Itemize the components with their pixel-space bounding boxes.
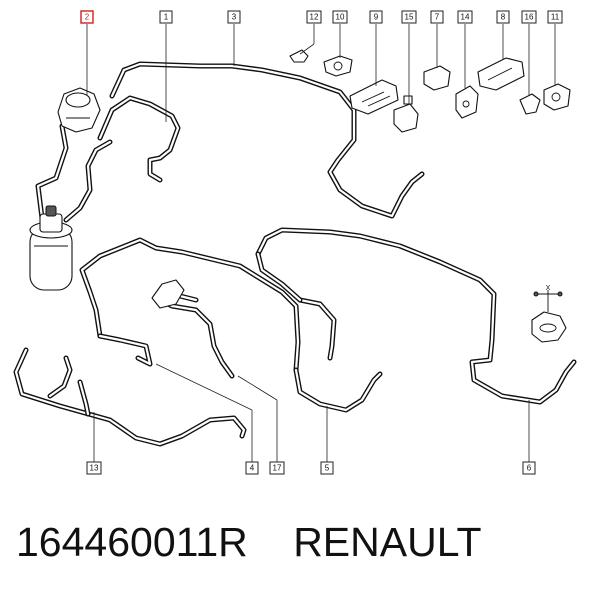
callout-2: 2 [80, 10, 94, 24]
svg-text:15: 15 [405, 13, 414, 22]
pipe-6-right [255, 227, 577, 405]
svg-text:11: 11 [551, 13, 560, 22]
svg-text:13: 13 [90, 464, 99, 473]
footer-caption: 164460011R RENAULT [16, 517, 586, 567]
svg-text:14: 14 [461, 13, 470, 22]
callout-10: 10 [332, 10, 348, 24]
clip-16 [519, 93, 541, 115]
svg-text:16: 16 [525, 13, 534, 22]
clip-15 [393, 95, 419, 133]
svg-text:7: 7 [435, 13, 440, 22]
callout-6: 6 [522, 461, 536, 475]
svg-text:17: 17 [273, 464, 282, 473]
clip-14 [455, 85, 479, 119]
svg-text:9: 9 [374, 13, 379, 22]
svg-text:5: 5 [325, 464, 330, 473]
pipe-13-lower-left [13, 347, 247, 447]
callout-3: 3 [227, 10, 241, 24]
leader-lines [86, 24, 556, 462]
pipe-3-upper [109, 61, 425, 219]
callout-15: 15 [401, 10, 417, 24]
clip-11 [543, 83, 571, 111]
svg-text:10: 10 [336, 13, 345, 22]
svg-text:1: 1 [164, 13, 169, 22]
mounting-bracket [531, 290, 567, 343]
svg-text:4: 4 [250, 464, 255, 473]
callout-17: 17 [269, 461, 285, 475]
callout-5: 5 [320, 461, 334, 475]
exploded-parts-diagram: X 2 1 3 12 10 [13, 10, 577, 475]
svg-text:2: 2 [85, 13, 90, 22]
callout-8: 8 [496, 10, 510, 24]
callout-9: 9 [369, 10, 383, 24]
clip-7 [423, 65, 451, 91]
part-number: 164460011R [16, 519, 248, 565]
pipe-4-lower [79, 237, 301, 373]
pipe-filter-lines [35, 123, 113, 223]
axis-label: X [546, 285, 551, 292]
brand-name: RENAULT [293, 519, 482, 565]
pipe-5-mid [293, 297, 383, 413]
svg-text:8: 8 [501, 13, 506, 22]
svg-text:6: 6 [527, 464, 532, 473]
part-2-valve-housing [57, 87, 101, 133]
callout-14: 14 [457, 10, 473, 24]
clip-8 [477, 57, 525, 91]
fuel-filter [29, 205, 73, 291]
callout-13: 13 [86, 461, 102, 475]
clip-9 [349, 79, 399, 115]
union-connector-17 [151, 279, 185, 309]
callout-1: 1 [159, 10, 173, 24]
svg-text:3: 3 [232, 13, 237, 22]
callout-7: 7 [430, 10, 444, 24]
clip-12 [289, 49, 309, 63]
svg-text:12: 12 [310, 13, 319, 22]
callout-12: 12 [306, 10, 322, 24]
clip-10 [323, 55, 353, 77]
pipe-1-upper-branch [97, 95, 181, 183]
callout-11: 11 [547, 10, 563, 24]
callout-4: 4 [245, 461, 259, 475]
callout-16: 16 [521, 10, 537, 24]
